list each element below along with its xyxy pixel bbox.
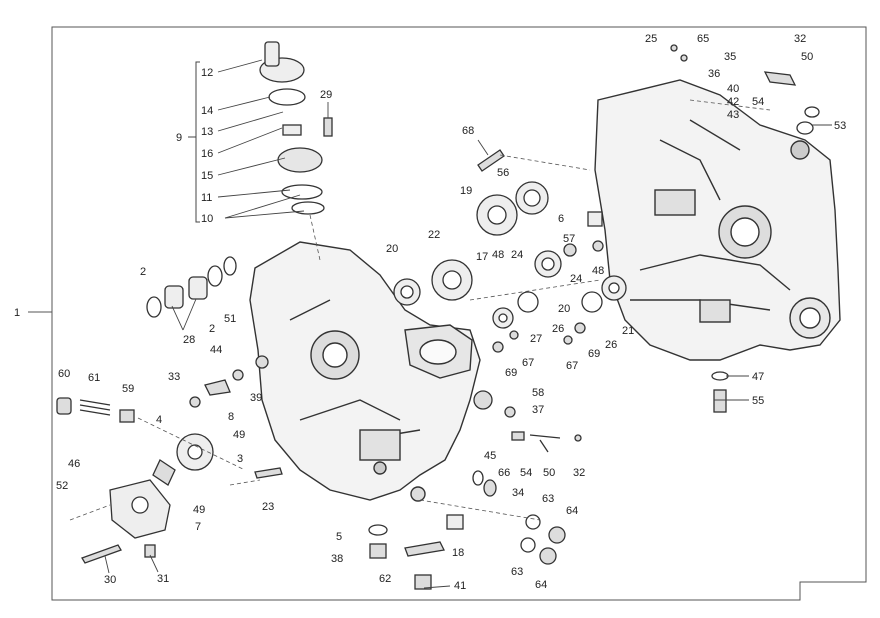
callout-23: 23 <box>262 501 274 513</box>
callout-57: 57 <box>563 233 575 245</box>
callout-46: 46 <box>68 458 80 470</box>
callout-2a: 2 <box>140 266 146 278</box>
callout-14: 14 <box>201 105 213 117</box>
callout-50b: 50 <box>543 467 555 479</box>
callout-7: 7 <box>195 521 201 533</box>
callout-19: 19 <box>460 185 472 197</box>
callout-24a: 24 <box>511 249 523 261</box>
callout-65: 65 <box>697 33 709 45</box>
callout-69b: 69 <box>588 348 600 360</box>
callout-55: 55 <box>752 395 764 407</box>
callout-63a: 63 <box>542 493 554 505</box>
callout-59: 59 <box>122 383 134 395</box>
callout-41: 41 <box>454 580 466 592</box>
callout-38: 38 <box>331 553 343 565</box>
callout-50a: 50 <box>801 51 813 63</box>
callout-12: 12 <box>201 67 213 79</box>
parts <box>56 41 820 590</box>
callout-45: 45 <box>484 450 496 462</box>
callout-11: 11 <box>201 192 212 204</box>
callout-54a: 54 <box>752 96 764 108</box>
callout-25: 25 <box>645 33 657 45</box>
callout-53: 53 <box>834 120 846 132</box>
callout-29: 29 <box>320 89 332 101</box>
callout-67a: 67 <box>522 357 534 369</box>
callout-54b: 54 <box>520 467 532 479</box>
callout-42: 42 <box>727 96 739 108</box>
callout-47: 47 <box>752 371 764 383</box>
left-crankcase-half <box>249 241 481 502</box>
callout-52: 52 <box>56 480 68 492</box>
callout-44: 44 <box>210 344 222 356</box>
diagram-frame <box>51 26 867 601</box>
callout-30: 30 <box>104 574 116 586</box>
callout-10: 10 <box>201 213 213 225</box>
callout-22: 22 <box>428 229 440 241</box>
callout-62: 62 <box>379 573 391 585</box>
callout-20b: 20 <box>558 303 570 315</box>
callout-4: 4 <box>156 414 162 426</box>
callout-40: 40 <box>727 83 739 95</box>
callout-31: 31 <box>157 573 169 585</box>
callout-34: 34 <box>512 487 524 499</box>
callout-58: 58 <box>532 387 544 399</box>
callout-2b: 2 <box>209 323 215 335</box>
callout-49a: 49 <box>233 429 245 441</box>
leader-lines <box>104 59 832 589</box>
callout-20a: 20 <box>386 243 398 255</box>
callout-3: 3 <box>237 453 243 465</box>
callout-63b: 63 <box>511 566 523 578</box>
callout-43: 43 <box>727 109 739 121</box>
callout-68: 68 <box>462 125 474 137</box>
callout-27: 27 <box>530 333 542 345</box>
callout-35: 35 <box>724 51 736 63</box>
callout-49b: 49 <box>193 504 205 516</box>
callout-66: 66 <box>498 467 510 479</box>
callout-21: 21 <box>622 325 634 337</box>
callout-61: 61 <box>88 372 100 384</box>
right-crankcase-half <box>594 79 841 361</box>
callout-56: 56 <box>497 167 509 179</box>
callout-28: 28 <box>183 334 195 346</box>
frame-label: 1 <box>14 307 20 319</box>
callout-13: 13 <box>201 126 213 138</box>
callout-64a: 64 <box>566 505 578 517</box>
callout-labels: 2 2 3 4 5 6 7 8 9 10 11 12 13 14 15 16 1… <box>56 33 846 592</box>
callout-60: 60 <box>58 368 70 380</box>
callout-39: 39 <box>250 392 262 404</box>
callout-16: 16 <box>201 148 213 160</box>
callout-8: 8 <box>228 411 234 423</box>
callout-51: 51 <box>224 313 236 325</box>
callout-48b: 48 <box>592 265 604 277</box>
callout-26a: 26 <box>552 323 564 335</box>
callout-15: 15 <box>201 170 213 182</box>
callout-5: 5 <box>336 531 342 543</box>
callout-32b: 32 <box>573 467 585 479</box>
callout-37: 37 <box>532 404 544 416</box>
callout-48a: 48 <box>492 249 504 261</box>
callout-32a: 32 <box>794 33 806 45</box>
callout-64b: 64 <box>535 579 547 591</box>
callout-69a: 69 <box>505 367 517 379</box>
group-bracket-9 <box>195 61 200 223</box>
callout-24b: 24 <box>570 273 582 285</box>
callout-67b: 67 <box>566 360 578 372</box>
callout-36: 36 <box>708 68 720 80</box>
callout-17: 17 <box>476 251 488 263</box>
assembly-lines <box>69 99 771 521</box>
callout-33: 33 <box>168 371 180 383</box>
callout-9: 9 <box>176 132 182 144</box>
callout-26b: 26 <box>605 339 617 351</box>
callout-18: 18 <box>452 547 464 559</box>
callout-6: 6 <box>558 213 564 225</box>
